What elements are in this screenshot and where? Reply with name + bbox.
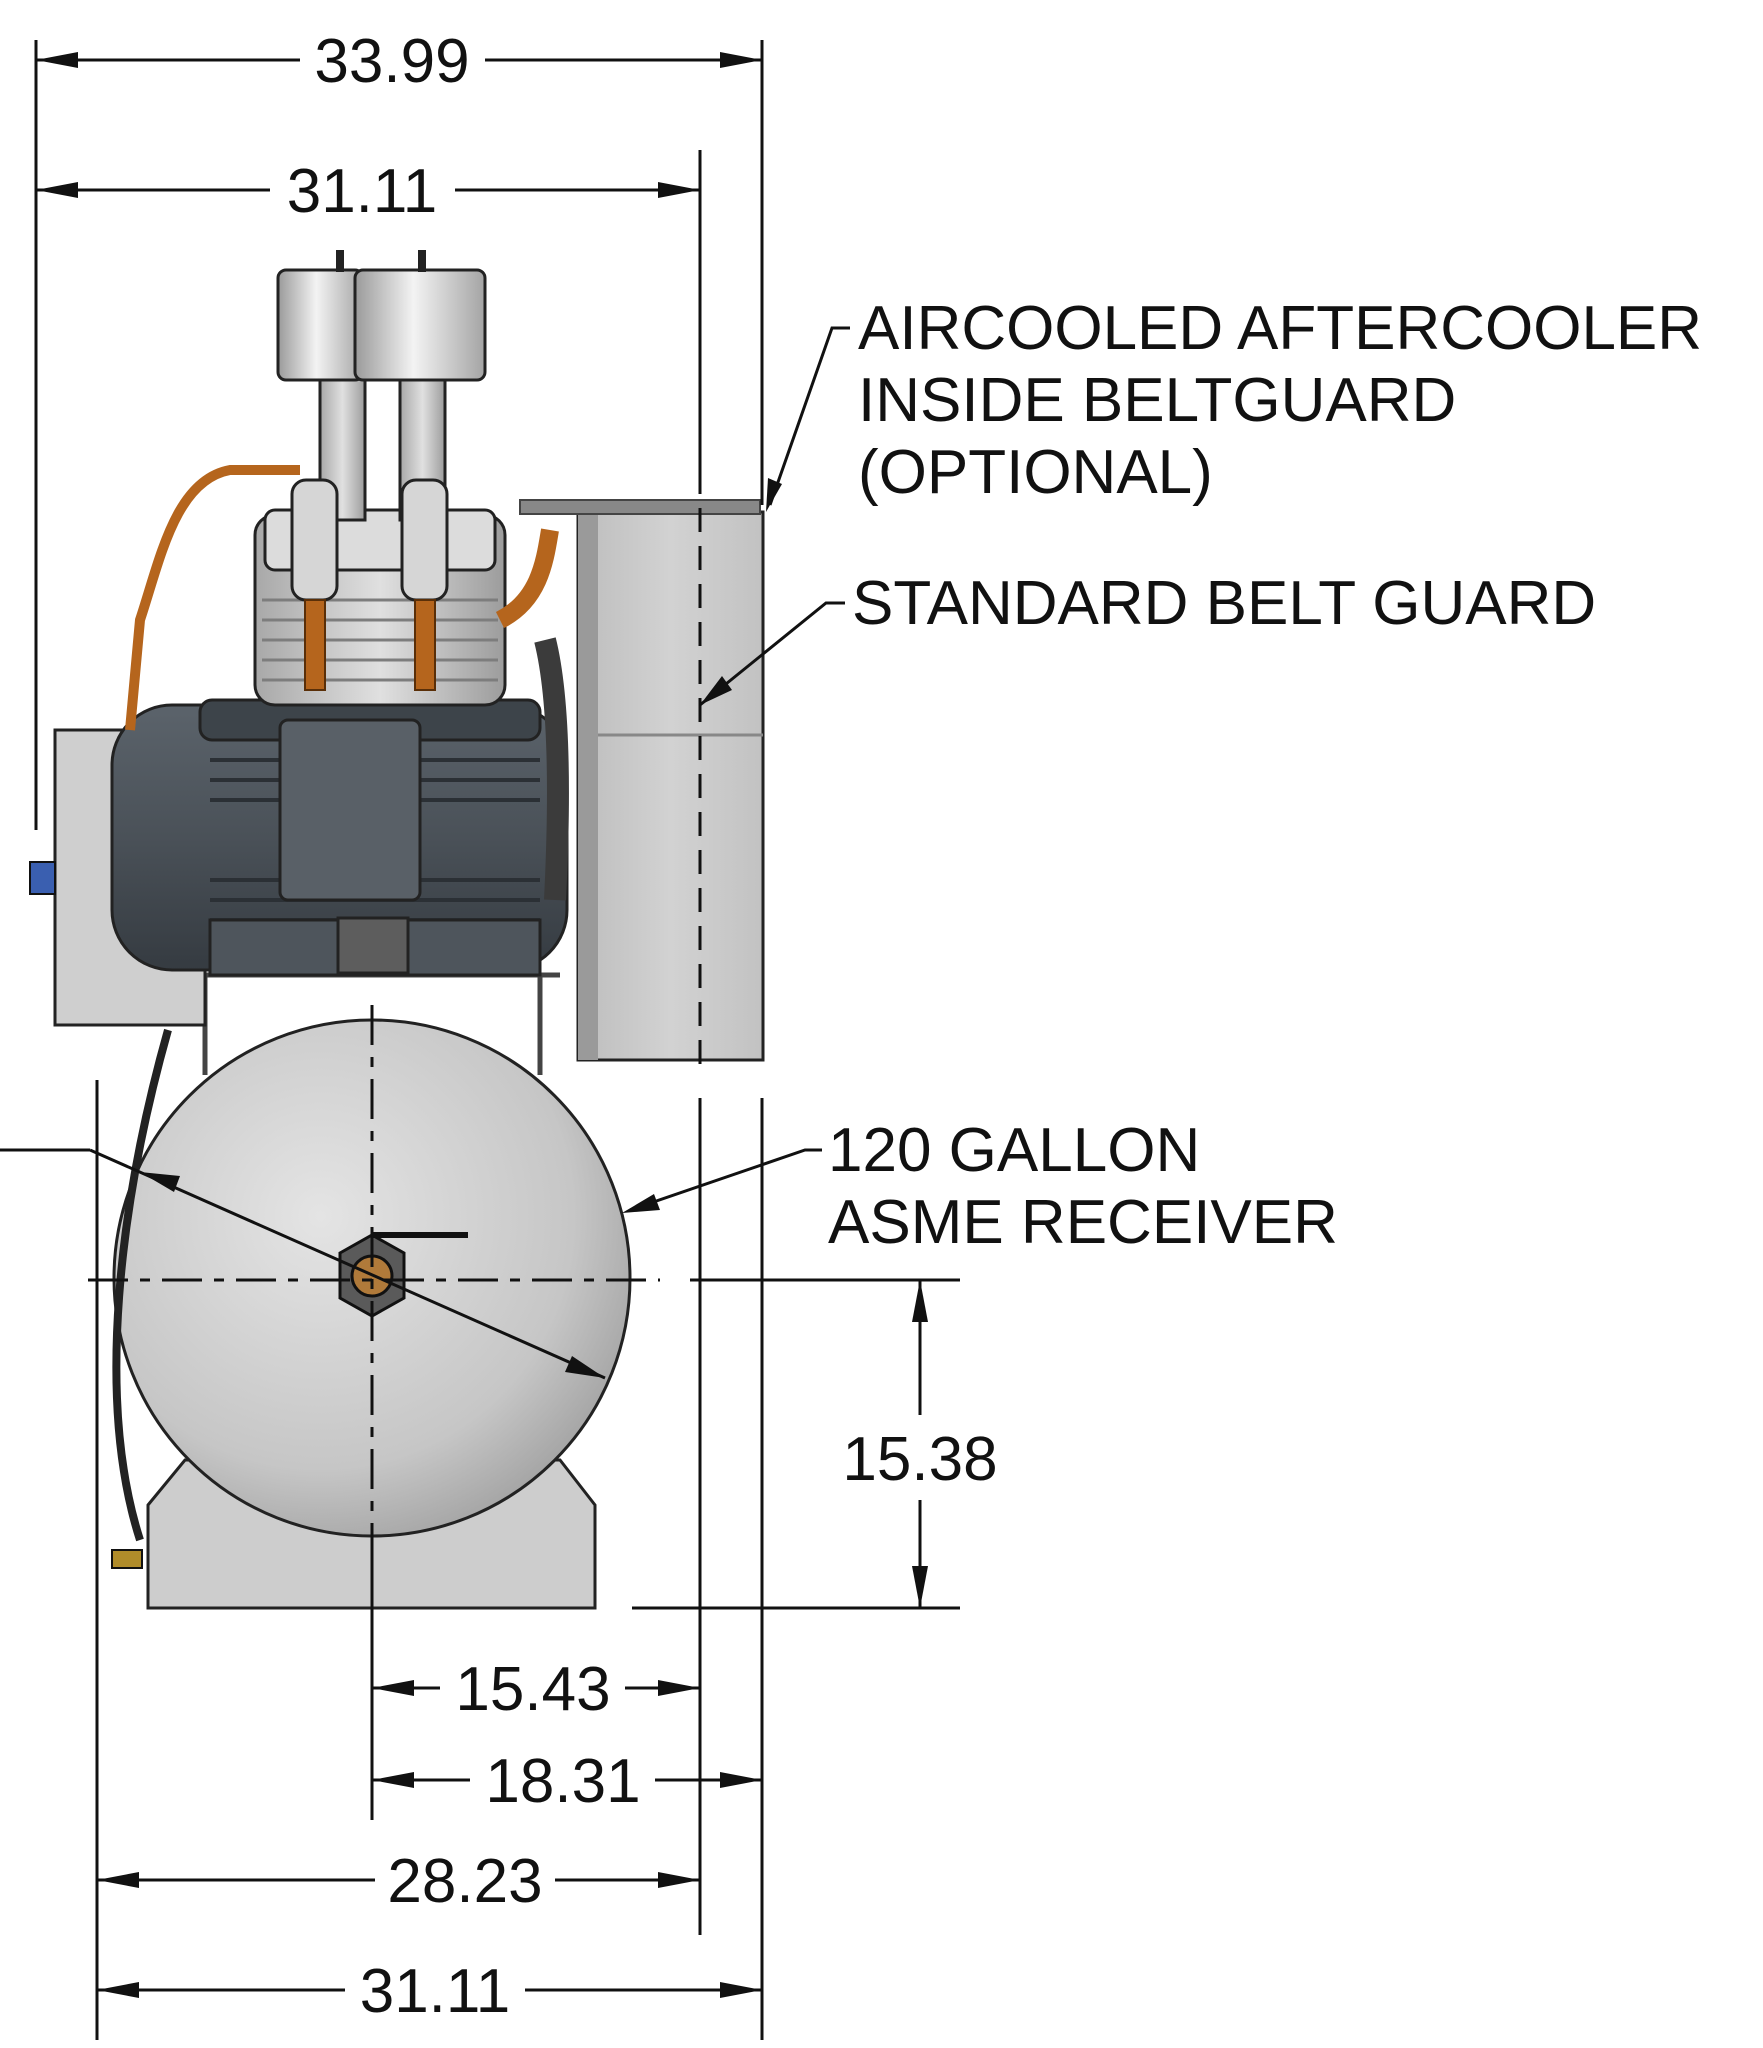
callout-aftercooler-line3: (OPTIONAL) <box>858 438 1213 507</box>
dim-center-to-edge: 18.31 <box>485 1747 640 1816</box>
drain-hose <box>112 1028 172 1542</box>
dim-top-base-width: 31.11 <box>287 157 438 226</box>
construction-lines <box>34 40 960 2040</box>
hose <box>534 637 569 901</box>
callout-receiver-line2: ASME RECEIVER <box>828 1188 1338 1257</box>
callout-aftercooler-line1: AIRCOOLED AFTERCOOLER <box>858 294 1702 363</box>
dim-bottom-inner-width: 28.23 <box>387 1847 542 1916</box>
switch-button <box>29 861 56 895</box>
pump-head <box>253 368 507 707</box>
callout-belt-guard: STANDARD BELT GUARD <box>852 569 1596 638</box>
copper-tube <box>125 465 300 731</box>
air-filters <box>276 250 487 382</box>
dimension-lines <box>0 52 928 1998</box>
drain-valve <box>111 1549 143 1569</box>
compressor-illustration <box>29 250 765 1610</box>
dim-top-overall-width: 33.99 <box>314 27 469 96</box>
dim-tank-height: 15.38 <box>842 1425 997 1494</box>
dim-center-to-guard: 15.43 <box>455 1655 610 1724</box>
copper-tube-2 <box>495 528 559 629</box>
callout-receiver-line1: 120 GALLON <box>828 1116 1200 1185</box>
callout-leaders <box>622 326 850 1213</box>
callout-aftercooler-line2: INSIDE BELTGUARD <box>858 366 1456 435</box>
electric-motor <box>110 698 569 977</box>
dim-bottom-overall-width: 31.11 <box>360 1957 511 2026</box>
belt-guard-shape <box>519 499 765 1062</box>
